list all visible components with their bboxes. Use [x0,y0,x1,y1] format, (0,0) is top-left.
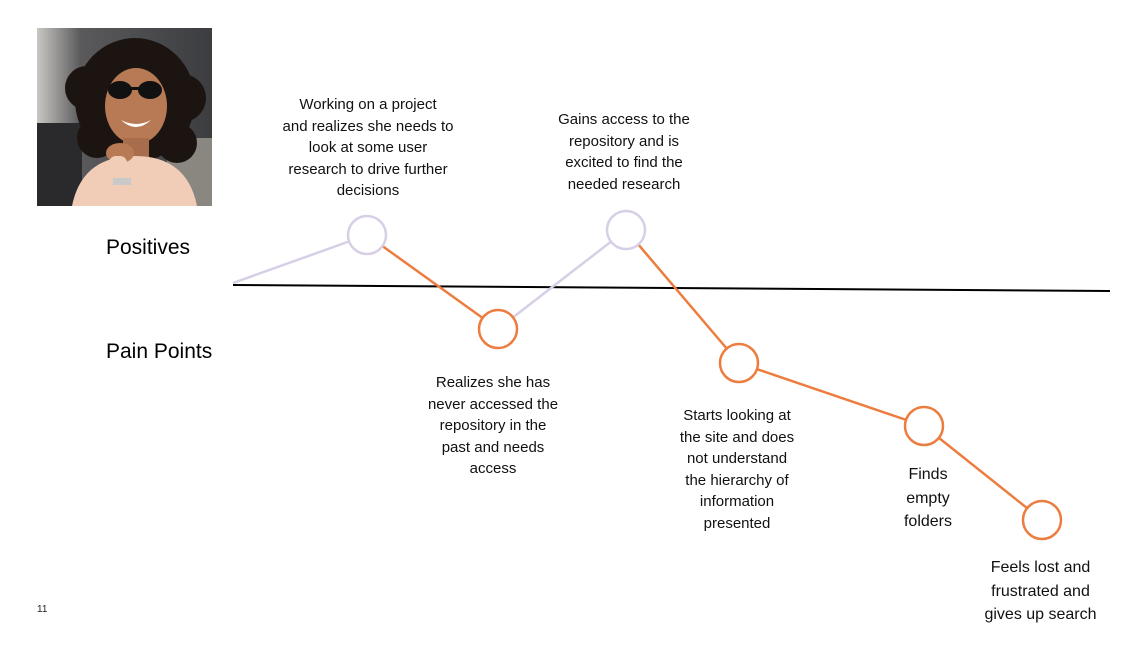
journey-segment-3 [497,229,627,330]
step-5-text: Finds empty folders [903,466,953,530]
step-5-node [903,405,945,447]
journey-segment-4 [625,229,740,364]
step-4-text: Starts looking at the site and does not … [679,407,795,532]
journey-segment-2 [366,233,499,331]
step-1-node [346,214,388,256]
journey-segment-1 [232,233,368,285]
step-3-text: Gains access to the repository and is ex… [558,111,690,193]
person-photo-icon [37,28,212,206]
page-number: 11 [37,604,48,615]
baseline [232,284,1111,292]
journey-segment-5 [738,361,925,428]
step-2-text: Realizes she has never accessed the repo… [427,374,559,477]
step-2-node [477,308,519,350]
step-6-text: Feels lost and frustrated and gives up s… [984,559,1097,623]
positives-label: Positives [106,236,191,259]
step-4-node [718,342,760,384]
step-1-text: Working on a project and realizes she ne… [282,96,454,199]
pain-points-label: Pain Points [106,340,213,363]
step-6-node [1021,499,1063,541]
step-3-node [605,209,647,251]
journey-segment-6 [923,425,1043,521]
